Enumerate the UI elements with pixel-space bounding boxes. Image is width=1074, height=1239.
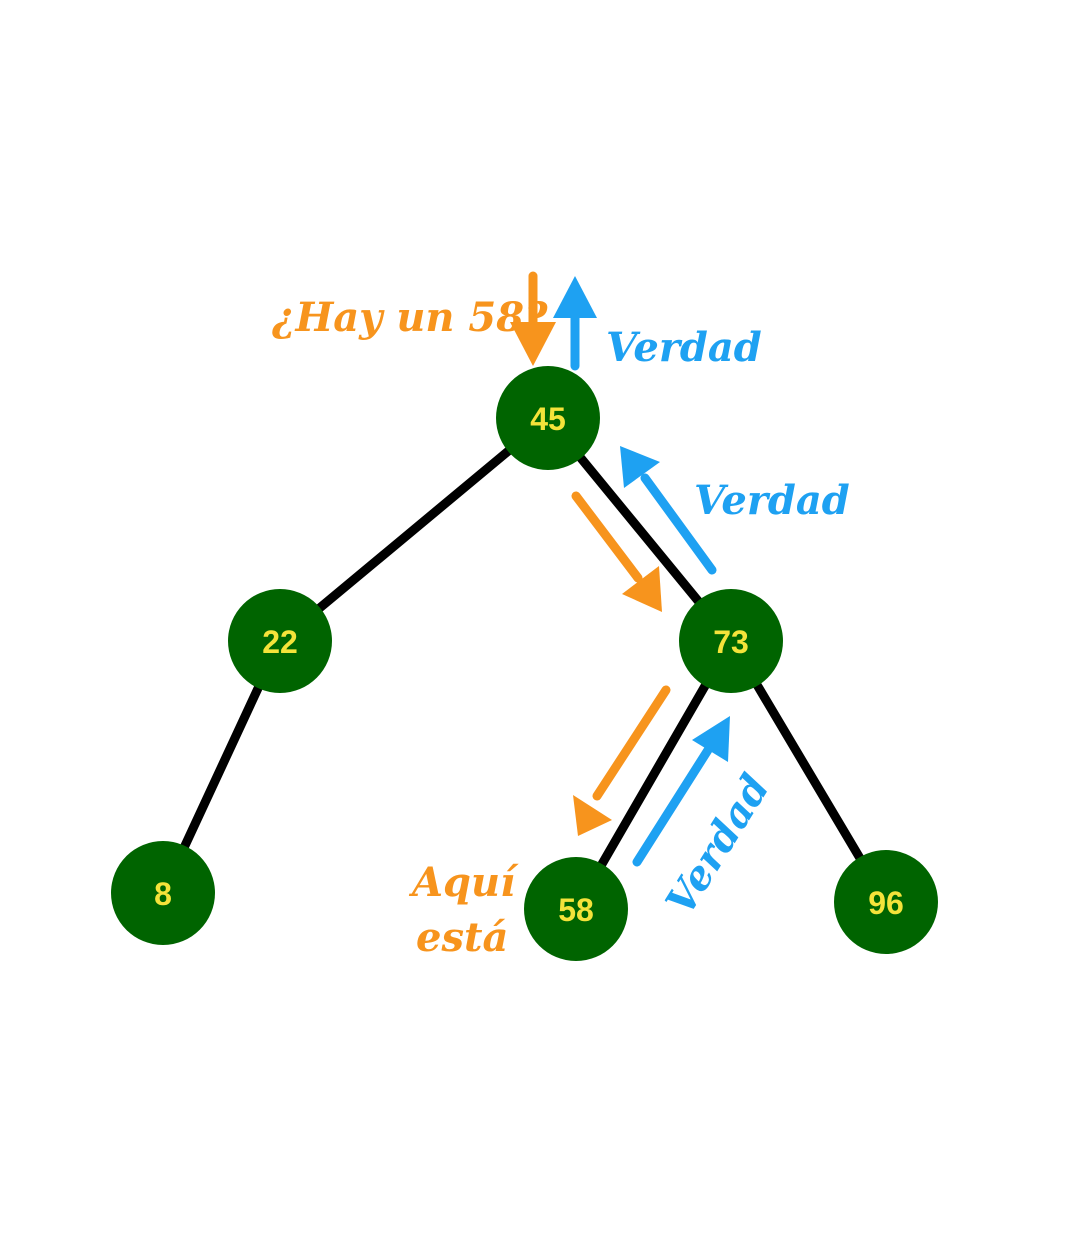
node-8: 8	[111, 841, 215, 945]
found-label-line1: Aquí	[408, 859, 519, 906]
node-22: 22	[228, 589, 332, 693]
found-label-line2: está	[416, 914, 508, 961]
node-96: 96	[834, 850, 938, 954]
result-label-root: Verdad	[606, 324, 762, 371]
node-8-label: 8	[154, 876, 172, 912]
result-arrow-73-to-45	[620, 446, 717, 575]
query-arrow-root	[510, 271, 556, 366]
node-73: 73	[679, 589, 783, 693]
query-arrow-45-to-73	[571, 491, 662, 612]
result-arrow-root	[553, 276, 597, 371]
query-arrow-73-to-58	[573, 685, 671, 836]
node-73-label: 73	[713, 624, 749, 660]
result-arrow-58-to-73	[632, 716, 730, 867]
edge-45-22	[275, 413, 553, 646]
node-96-label: 96	[868, 885, 904, 921]
result-label-58: Verdad	[657, 766, 779, 923]
node-45-label: 45	[530, 401, 566, 437]
node-22-label: 22	[262, 624, 298, 660]
node-58: 58	[524, 857, 628, 961]
query-label: ¿Hay un 58?	[271, 294, 548, 341]
node-58-label: 58	[558, 892, 594, 928]
result-label-73: Verdad	[694, 477, 850, 524]
node-45: 45	[496, 366, 600, 470]
